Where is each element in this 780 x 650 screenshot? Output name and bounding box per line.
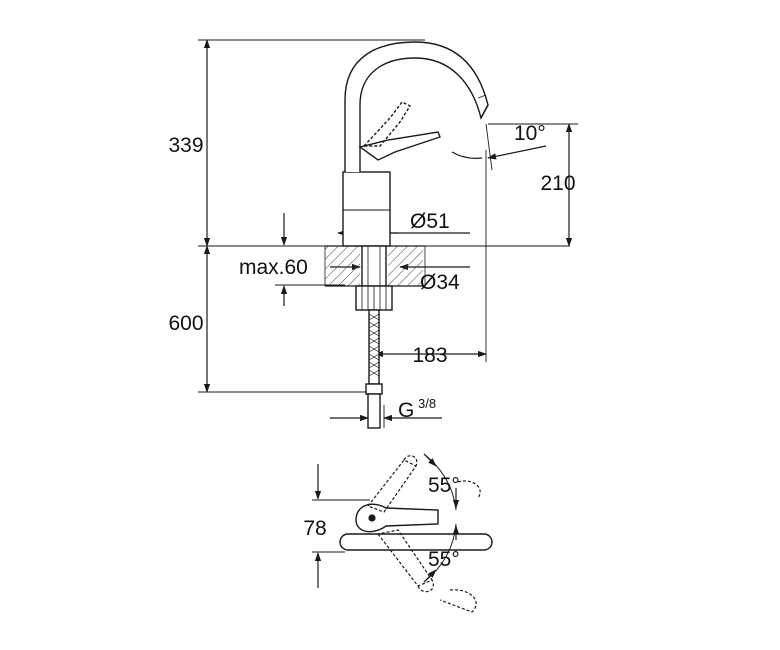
spout-angle-label: 10° (514, 122, 546, 145)
lever-swing-back-label: 55° (428, 474, 460, 497)
lever-depth-label: 78 (303, 517, 326, 540)
top-view-base-plate (339, 533, 493, 551)
spout-angle-arc (451, 151, 483, 159)
faucet-lever (358, 131, 441, 161)
spout-angle-leader (487, 145, 547, 160)
faucet-body (342, 41, 489, 429)
hole-diameter-label: Ø34 (420, 271, 460, 294)
top-view-lever (355, 503, 439, 533)
base-diameter-label: Ø51 (410, 210, 450, 233)
height-above-deck-label: 339 (168, 134, 203, 157)
extension-lines (198, 39, 578, 393)
max-deck-thickness-label: max.60 (239, 256, 308, 279)
spout-reach-label: 183 (412, 344, 447, 367)
spout-height-label: 210 (540, 172, 575, 195)
side-view (198, 39, 578, 429)
lever-swing-front-label: 55° (428, 548, 460, 571)
hose-connector (365, 383, 383, 395)
countertop-section (324, 245, 426, 287)
faucet-shank (361, 245, 387, 287)
faucet-lever-open (362, 101, 412, 147)
connection-fraction-label: 3/8 (418, 396, 436, 411)
top-view (312, 453, 493, 613)
height-below-deck-label: 600 (168, 312, 203, 335)
faucet-base (342, 171, 391, 247)
connection-thread-label: G (398, 399, 414, 422)
